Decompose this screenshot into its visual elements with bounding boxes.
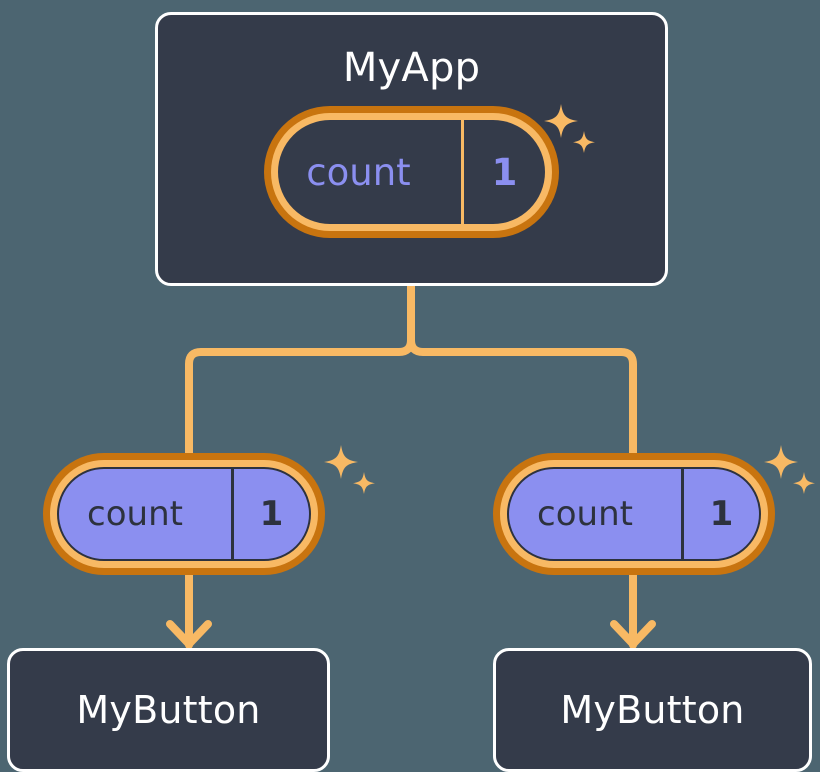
component-card-mybutton-right[interactable]: MyButton xyxy=(493,648,812,772)
state-key-label: count xyxy=(87,494,183,534)
sparkle-small-icon xyxy=(353,472,375,494)
arrow-head-left-icon xyxy=(166,620,212,648)
state-pill-inner-ring: count 1 xyxy=(500,460,768,568)
sparkle-large-icon xyxy=(324,445,358,479)
state-pill-body: count 1 xyxy=(57,467,311,561)
connector-trunk-split xyxy=(185,282,415,457)
state-value-label: 1 xyxy=(681,469,759,559)
connector-trunk-split-right xyxy=(407,282,637,457)
sparkle-icon-child-left xyxy=(324,445,375,494)
state-pill-child-left[interactable]: count 1 xyxy=(43,453,325,575)
sparkle-large-icon xyxy=(764,445,798,479)
state-pill-body: count 1 xyxy=(507,467,761,561)
state-pill-child-right[interactable]: count 1 xyxy=(493,453,775,575)
state-key-label: count xyxy=(537,494,633,534)
state-pill-inner-ring: count 1 xyxy=(271,113,552,231)
state-pill-inner-ring: count 1 xyxy=(50,460,318,568)
state-pill-myapp[interactable]: count 1 xyxy=(264,106,559,238)
component-label-myapp: MyApp xyxy=(342,45,481,91)
state-value-label: 1 xyxy=(461,120,545,224)
component-label-mybutton-right: MyButton xyxy=(560,688,745,732)
sparkle-small-icon xyxy=(793,472,815,494)
arrow-head-right-icon xyxy=(610,620,656,648)
state-pill-body: count 1 xyxy=(278,120,545,224)
state-value-label: 1 xyxy=(231,469,309,559)
component-card-mybutton-left[interactable]: MyButton xyxy=(7,648,330,772)
component-label-mybutton-left: MyButton xyxy=(76,688,261,732)
state-key-label: count xyxy=(306,150,411,194)
